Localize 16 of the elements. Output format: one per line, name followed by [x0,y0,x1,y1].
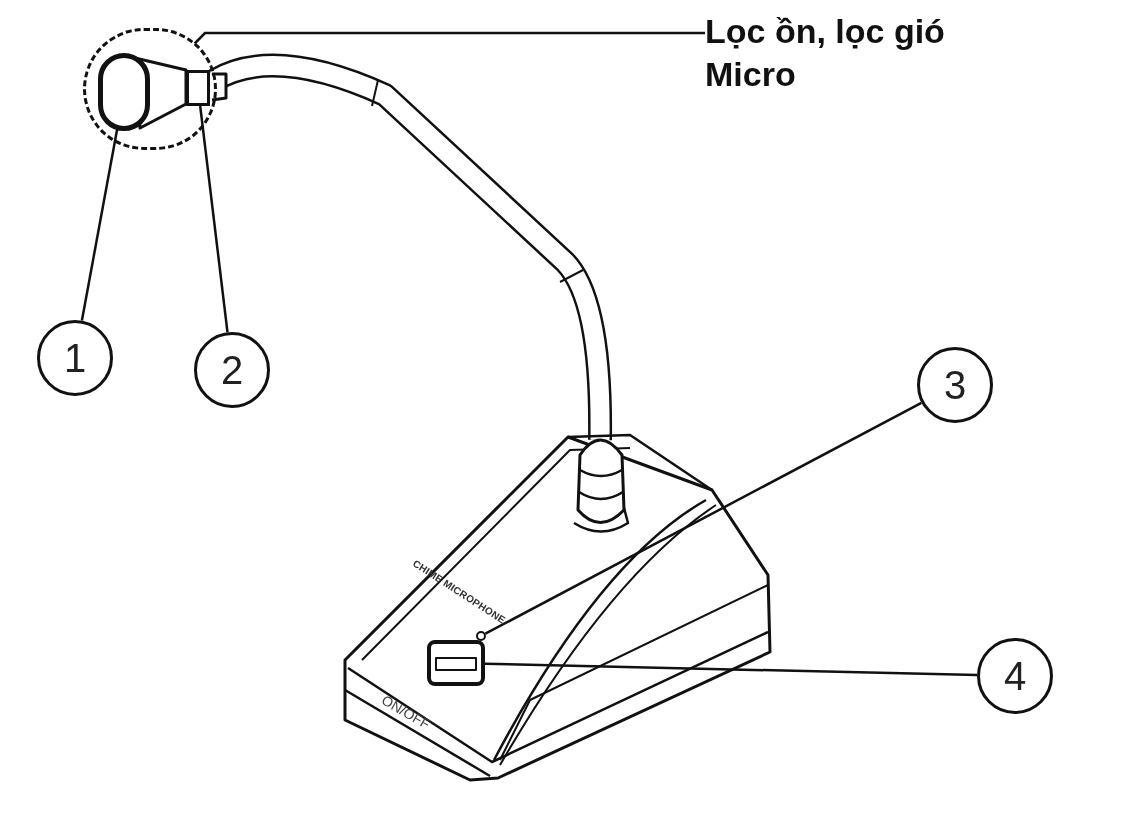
callout-label: Micro [705,53,797,95]
callout-label: Lọc ồn, lọc gió [705,11,946,52]
leader-line [193,31,705,45]
callout-number: 4 [977,638,1053,714]
microphone-collar [186,70,210,106]
leader-line [198,105,229,333]
microphone-head [98,53,150,131]
windscreen-outline [83,28,217,150]
callout-number: 2 [194,332,270,408]
leader-line [484,662,978,677]
on-off-switch [427,640,485,686]
callout-number: 1 [37,320,113,396]
indicator-light [476,631,486,641]
leader-line [80,129,119,321]
callout-number: 3 [917,347,993,423]
leader-line [484,401,922,635]
